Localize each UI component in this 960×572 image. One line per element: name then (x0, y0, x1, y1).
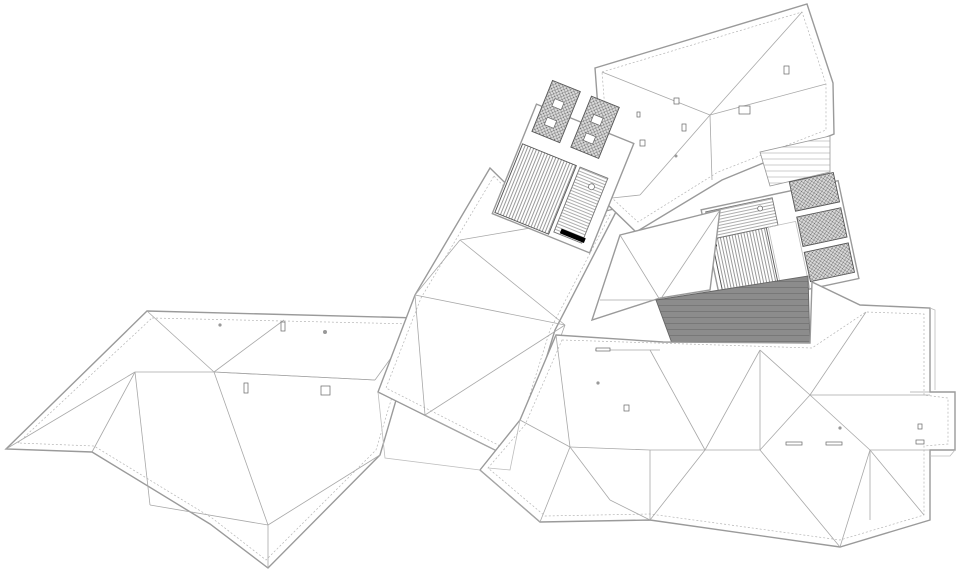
skylight-icon (623, 404, 630, 412)
vent-icon (280, 321, 286, 332)
tower-roof-left (494, 143, 577, 235)
south-deck (655, 275, 811, 347)
west-tower (491, 79, 635, 254)
vent-icon (674, 154, 678, 158)
vent-icon (218, 323, 222, 327)
connector-roof (590, 209, 721, 322)
north-deck (759, 135, 831, 187)
southeast-roof (479, 280, 956, 548)
dormer-roof (531, 79, 581, 144)
dormer-roof (570, 95, 620, 159)
dormer-roof (803, 242, 856, 283)
vent-icon (323, 330, 327, 334)
vent-icon (673, 97, 680, 105)
vent-icon (681, 123, 687, 132)
dormer-roof (788, 171, 841, 212)
vent-icon (917, 423, 923, 430)
vent-icon (596, 381, 600, 385)
west-wing-roof (4, 310, 421, 569)
vent-icon (636, 111, 641, 118)
vent-icon (243, 382, 249, 394)
skylight-icon (320, 385, 331, 396)
flue-icon (825, 441, 843, 446)
vent-icon (915, 439, 925, 445)
flue-icon (595, 347, 611, 352)
northeast-roof (594, 3, 835, 233)
chimney-icon (559, 228, 586, 244)
flue-icon (785, 441, 803, 446)
vent-icon (783, 65, 790, 75)
east-tower (700, 171, 860, 309)
vent-icon (639, 139, 646, 147)
outline-detail (377, 307, 956, 471)
dormer-roof (796, 207, 848, 247)
vent-icon (838, 426, 842, 430)
skylight-icon (738, 105, 751, 115)
